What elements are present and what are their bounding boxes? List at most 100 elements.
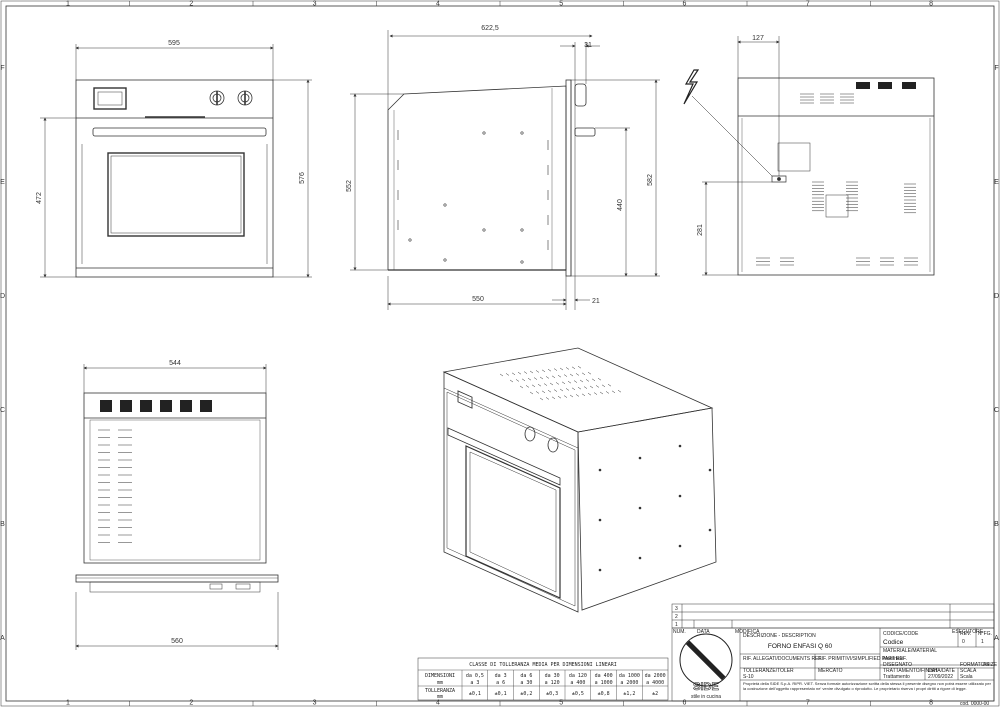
tolerance-range-to: a 120 [545,680,560,686]
tolerance-value: ±0,1 [495,691,507,697]
side-knob [574,83,587,107]
drawing-title: FORNO ENFASI Q 60 [768,643,833,650]
grid-row-F: F [994,65,998,72]
grid-col-5: 5 [559,700,563,707]
rev-row-2: 2 [675,614,678,620]
grid-row-B: B [994,521,999,528]
tolerance-range-to: a 400 [570,680,585,686]
side-handle [574,127,596,137]
rear-dimensions [702,36,780,276]
dim-front-height: 576 [299,172,306,184]
rev-label: REV. [960,631,971,637]
tolerance-range-to: a 4000 [646,680,664,686]
col-num: NUM. [673,629,686,635]
door-glass [107,152,245,237]
grid-row-D: D [0,293,5,300]
tolerance-row1-label: DIMENSIONI [425,673,455,679]
grid-col-1: 1 [66,1,70,8]
dim-side-front-offset: 21 [592,298,600,305]
disegnato-label: DISEGNATO [883,662,912,668]
tolerance-range-from: da 400 [595,673,613,679]
tolerance-value: ±0,5 [572,691,584,697]
dim-side-depth-total: 622,5 [481,25,499,32]
door-handle [92,127,267,137]
iso-handle [447,427,561,486]
front-dimensions [40,44,312,278]
dim-side-rear-height: 582 [647,174,654,186]
grid-col-4: 4 [436,700,440,707]
grid-col-8: 8 [929,700,933,707]
title-block [671,603,995,702]
tolerance-value: ±2 [652,691,658,697]
col-data: DATA [697,629,710,635]
mercato-label: MERCATO [818,668,843,674]
tolerance-title: CLASSE DI TOLLERANZA MEDIA PER DIMENSION… [469,662,617,668]
tolerance-range-to: a 30 [520,680,532,686]
formato-value: A4 [983,662,989,668]
data-value: 27/09/2022 [928,674,953,680]
rear-view [737,77,935,276]
foglio-label: N°FG. [978,631,992,637]
tolerance-range-to: a 6 [496,680,505,686]
grid-row-A: A [994,635,999,642]
tolerance-range-from: da 6 [520,673,532,679]
corner-code: cod. 0000-00 [960,701,989,707]
tolerance-range-from: da 3 [495,673,507,679]
dim-side-mid-height: 440 [617,199,624,211]
tolerance-range-to: a 2000 [620,680,638,686]
trattamento-value: Trattamento [883,674,910,680]
rif-allegati-label: RIF. ALLEGATI/DOCUMENTS REF. [743,656,822,662]
tolerance-value: ±0,1 [469,691,481,697]
tolerance-range-from: da 120 [569,673,587,679]
side-view [387,79,596,277]
electrical-hazard-icon [683,69,773,177]
tolerance-range-to: a 1000 [595,680,613,686]
dim-front-door-height: 472 [36,192,43,204]
grid-col-4: 4 [436,1,440,8]
rev-value: 0 [962,639,965,645]
grid-col-2: 2 [189,700,193,707]
brand-tagline: stile in cucina [691,694,721,700]
legal-notice: Proprietà della SIDE S.p.A. RIPR. VIET. … [743,682,991,691]
iso-display [457,390,473,409]
scala-label: SCALA [960,668,977,674]
side-brand-logo: SIDE [679,633,733,693]
tolerance-row2-label: TOLLERANZA [425,688,455,694]
data-label: DATA/DATE [928,668,956,674]
dim-side-knob: 31 [584,42,592,49]
tolerance-value: ±1,2 [623,691,635,697]
grid-row-B: B [0,521,5,528]
grid-col-7: 7 [806,700,810,707]
tolleranze-label: TOLLERANZE/TOLER [743,668,794,674]
col-modifica: MODIFICA [735,629,760,635]
grid-col-8: 8 [929,1,933,8]
codice-label: CODICE/CODE [883,631,919,637]
descrizione-label: DESCRIZIONE - DESCRIPTION [743,633,816,639]
dim-top-base-width: 560 [171,638,183,645]
tolleranze-value: S-10 [743,674,754,680]
trattamento-label: TRATTAMENTO/FINISH [883,668,938,674]
grid-row-E: E [994,179,999,186]
grid-col-3: 3 [313,700,317,707]
dim-top-width: 544 [169,360,181,367]
side-dimensions [350,30,660,310]
grid-col-1: 1 [66,700,70,707]
grid-row-F: F [0,65,4,72]
grid-col-2: 2 [189,1,193,8]
rev-row-1: 1 [675,622,678,628]
grid-col-5: 5 [559,1,563,8]
tolerance-range-to: a 3 [470,680,479,686]
formato-label: FORMATO/SIZE [960,662,998,668]
dim-side-body-depth: 550 [472,296,484,303]
materiale-label: MATERIALE/MATERIAL [883,648,937,654]
materiale-value: Materiale [883,656,904,662]
svg-text:SIDE: SIDE [693,681,719,693]
tolerance-table: da 0,5a 3±0,1da 3a 6±0,1da 6a 30±0,2da 3… [417,657,669,701]
tolerance-value: ±0,2 [520,691,532,697]
front-view [75,79,274,278]
tolerance-row1-unit: mm [437,680,443,686]
grid-col-6: 6 [683,1,687,8]
